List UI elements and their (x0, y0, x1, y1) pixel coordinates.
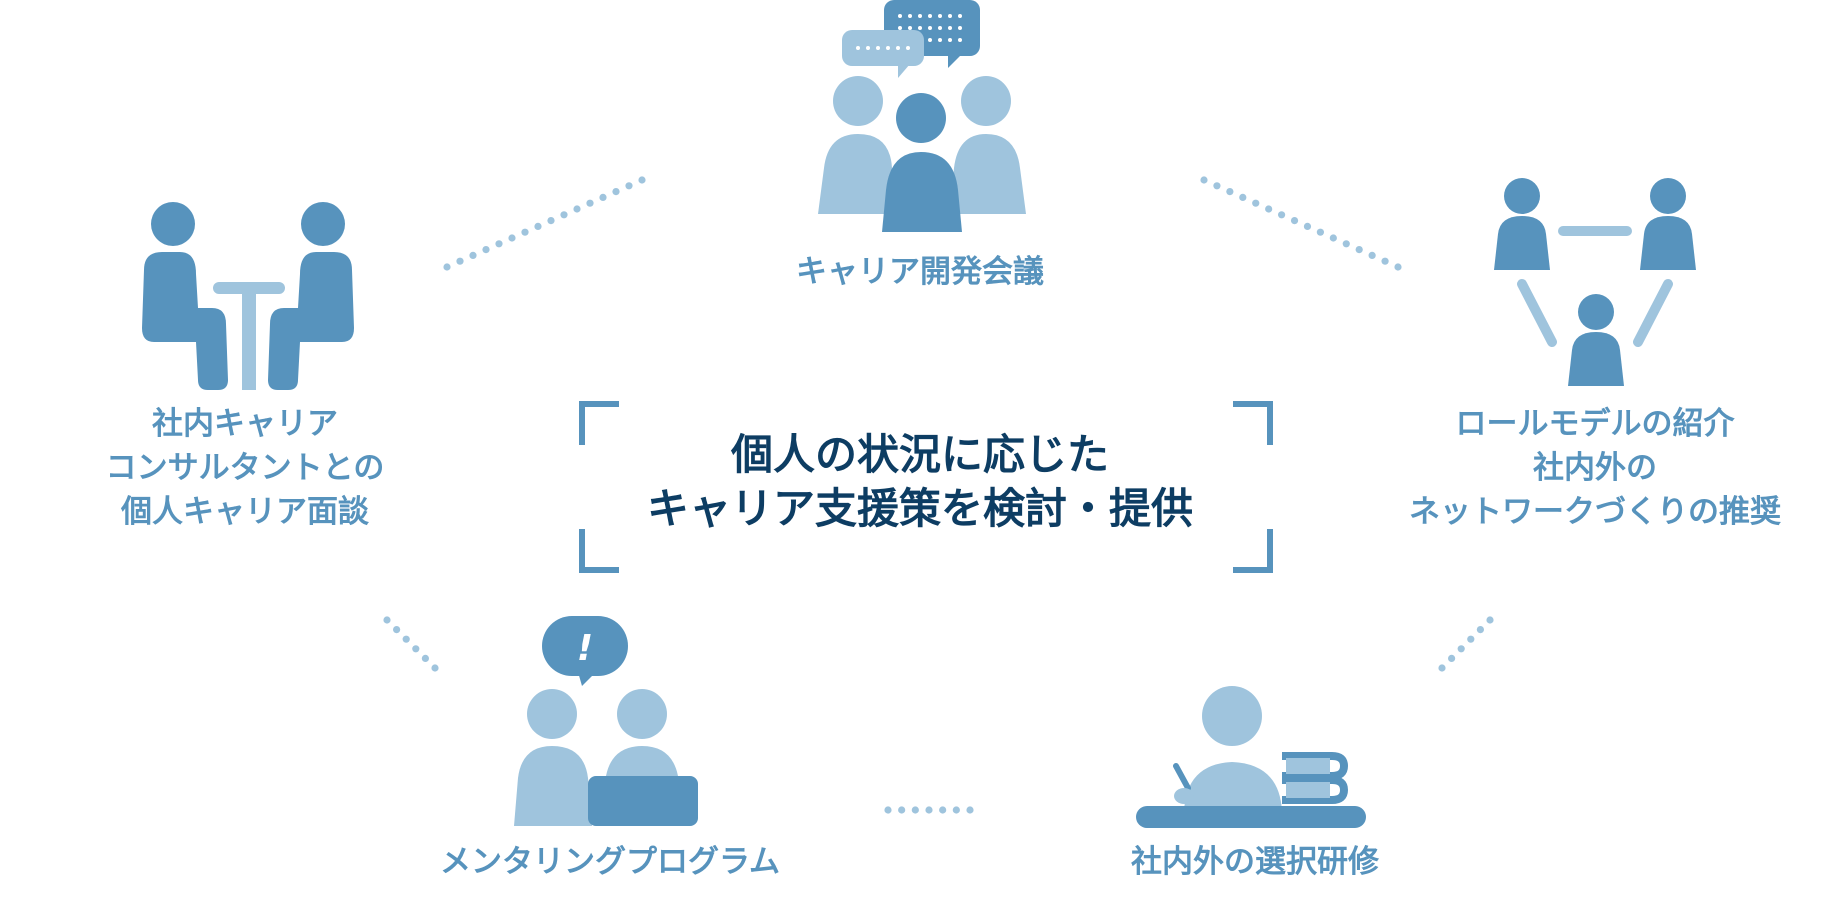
connector-dot (1342, 240, 1350, 248)
connector-dot (393, 626, 401, 634)
connector-dot (898, 806, 906, 814)
connector-dot (1200, 176, 1208, 184)
connector-dot (1252, 199, 1260, 207)
connector-right-bottom (1438, 616, 1494, 672)
connector-dot (638, 176, 646, 184)
connector-dot (1329, 234, 1337, 242)
consultant-interview-label: 社内キャリア コンサルタントとの 個人キャリア面談 (80, 402, 410, 534)
connector-dot (1290, 217, 1299, 225)
connector-top-right (1200, 176, 1402, 271)
connector-dot (1265, 205, 1273, 213)
network-icon (1494, 178, 1696, 386)
connector-dot (939, 806, 947, 814)
connector-dot (1394, 263, 1402, 271)
connector-dot (1213, 182, 1221, 190)
bracket-top-right (1233, 401, 1273, 445)
connector-dot (1368, 251, 1376, 259)
connector-dot (625, 182, 633, 190)
connector-dot (431, 664, 439, 672)
connector-dot (443, 263, 451, 271)
study-icon (1136, 686, 1366, 828)
connector-dot (612, 188, 620, 196)
connector-dot (412, 645, 420, 653)
connector-top-left (443, 176, 646, 271)
career-dev-meeting-label: キャリア開発会議 (796, 254, 1044, 290)
connector-dot (1316, 228, 1324, 236)
connector-dot (469, 251, 477, 259)
connector-dot (1467, 635, 1475, 643)
bracket-bottom-right (1233, 529, 1273, 573)
connector-dot (1476, 626, 1484, 634)
connector-dot (586, 199, 594, 207)
connector-dot (925, 806, 933, 814)
connector-bottom (884, 806, 974, 814)
connector-dot (966, 806, 974, 814)
bracket-bottom-left (579, 529, 619, 573)
center-title: 個人の状況に応じた キャリア支援策を検討・提供 (580, 428, 1260, 536)
connector-dot (402, 635, 410, 643)
mentoring-icon: ! (514, 616, 698, 826)
connector-dot (383, 616, 391, 624)
consultant-interview-line-1: 社内キャリア (152, 406, 338, 442)
connector-dot (534, 222, 542, 230)
role-model-label: ロールモデルの紹介 社内外の ネットワークづくりの推奨 (1390, 402, 1800, 534)
group-meeting-icon (818, 0, 1026, 232)
connector-dot (1355, 246, 1363, 254)
connector-dot (421, 654, 429, 663)
connector-dot (547, 217, 555, 225)
connector-dot (1226, 188, 1234, 196)
consultant-interview-line-2: コンサルタントとの (105, 450, 385, 486)
role-model-line-2: 社内外の (1533, 450, 1657, 486)
interview-icon (142, 202, 354, 390)
bracket-top-left (579, 401, 619, 445)
connector-dot (482, 246, 490, 254)
role-model-line-1: ロールモデルの紹介 (1455, 406, 1735, 442)
mentoring-label: メンタリングプログラム (439, 844, 781, 880)
connector-dot (1381, 257, 1389, 265)
center-title-line-1: 個人の状況に応じた (730, 430, 1109, 479)
connector-dot (884, 806, 892, 814)
consultant-interview-line-3: 個人キャリア面談 (121, 494, 369, 530)
connector-dot (508, 234, 516, 242)
connector-dot (573, 205, 581, 213)
connector-left-bottom (383, 616, 439, 672)
connector-dot (495, 240, 503, 248)
connector-dot (599, 193, 607, 201)
connector-dot (456, 257, 464, 265)
svg-text:!: ! (577, 628, 593, 669)
connector-dot (560, 211, 568, 219)
connector-dot (952, 806, 960, 814)
connector-dot (1457, 645, 1465, 653)
connector-dot (1448, 654, 1456, 663)
center-bracket-frame (579, 401, 1273, 573)
center-title-line-2: キャリア支援策を検討・提供 (646, 484, 1193, 533)
training-label: 社内外の選択研修 (1131, 844, 1379, 880)
connector-dot (1303, 222, 1312, 230)
role-model-line-3: ネットワークづくりの推奨 (1409, 494, 1781, 530)
connector-dot (1438, 664, 1446, 672)
connector-dot (1486, 616, 1494, 624)
connector-dot (911, 806, 919, 814)
connector-dot (1239, 193, 1247, 201)
connector-dot (1278, 211, 1286, 219)
connector-dot (521, 228, 529, 236)
